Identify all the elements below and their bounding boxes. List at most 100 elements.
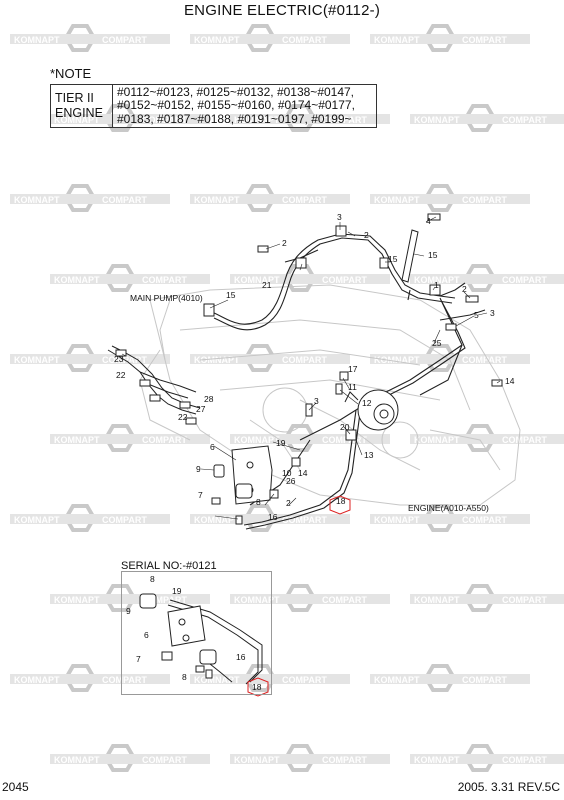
watermark-right-text: COMPART xyxy=(282,355,327,365)
watermark-left-text: KOMNAPT xyxy=(374,195,420,205)
revision-date: 2005. 3.31 REV.5C xyxy=(457,780,560,794)
watermark-left-text: KOMNAPT xyxy=(234,115,280,125)
callout-number: 15 xyxy=(428,250,438,260)
callout-number: 1 xyxy=(434,280,439,290)
engine-label: ENGINE(A010-A550) xyxy=(408,503,489,513)
inset-callout-number: 8 xyxy=(182,672,187,682)
inset-callout-number: 8 xyxy=(150,574,155,584)
callout-number: 2 xyxy=(462,284,467,294)
note-serials-line3: #0183, #0187~#0188, #0191~0197, #0199~ xyxy=(117,111,352,126)
note-engine-line1: TIER II xyxy=(55,91,94,105)
callout-number: 15 xyxy=(226,290,236,300)
watermark-right-text: COMPART xyxy=(142,755,187,765)
callout-number: 4 xyxy=(426,216,431,226)
note-serials-cell: #0112~#0123, #0125~#0132, #0138~#0147, #… xyxy=(113,85,376,127)
callout-number: 17 xyxy=(348,364,358,374)
watermark-left-text: KOMNAPT xyxy=(54,755,100,765)
callout-number: 13 xyxy=(364,450,374,460)
watermark-right-text: COMPART xyxy=(502,115,547,125)
watermark-right-text: COMPART xyxy=(462,515,507,525)
watermark-left-text: KOMNAPT xyxy=(14,35,60,45)
watermark-right-text: COMPART xyxy=(462,35,507,45)
ref-hexagon-inset xyxy=(247,677,269,697)
watermark-tile: KOMNAPT COMPART xyxy=(50,264,210,292)
watermark-left-text: KOMNAPT xyxy=(194,675,240,685)
watermark-tile: KOMNAPT COMPART xyxy=(190,504,350,532)
watermark-right-text: COMPART xyxy=(462,195,507,205)
callout-number: 22 xyxy=(178,412,188,422)
watermark-left-text: KOMNAPT xyxy=(54,275,100,285)
watermark-left-text: KOMNAPT xyxy=(14,675,60,685)
watermark-right-text: COMPART xyxy=(282,195,327,205)
watermark-right-text: COMPART xyxy=(502,435,547,445)
watermark-tile: KOMNAPT COMPART xyxy=(410,744,564,772)
page-title: ENGINE ELECTRIC(#0112-) xyxy=(183,2,381,19)
watermark-left-text: KOMNAPT xyxy=(414,435,460,445)
callout-number: 26 xyxy=(286,476,296,486)
callout-number: 3 xyxy=(490,308,495,318)
watermark-left-text: KOMNAPT xyxy=(194,515,240,525)
watermark-right-text: COMPART xyxy=(142,275,187,285)
callout-number: 11 xyxy=(348,382,357,392)
watermark-tile: KOMNAPT COMPART xyxy=(190,664,350,692)
watermark-left-text: KOMNAPT xyxy=(414,755,460,765)
watermark-left-text: KOMNAPT xyxy=(374,355,420,365)
inset-callout-number: 9 xyxy=(126,606,131,616)
inset-callout-number: 18 xyxy=(252,682,262,692)
watermark-right-text: COMPART xyxy=(502,595,547,605)
callout-number: 2 xyxy=(282,238,287,248)
watermark-left-text: KOMNAPT xyxy=(54,435,100,445)
watermark-right-text: COMPART xyxy=(322,115,367,125)
watermark-left-text: KOMNAPT xyxy=(414,275,460,285)
watermark-right-text: COMPART xyxy=(102,35,147,45)
callout-number: 19 xyxy=(276,438,286,448)
watermark-right-text: COMPART xyxy=(282,675,327,685)
callout-number: 2 xyxy=(286,498,291,508)
callout-number: 28 xyxy=(204,394,214,404)
watermark-right-text: COMPART xyxy=(502,755,547,765)
leader-lines xyxy=(121,216,501,520)
callout-number: 18 xyxy=(336,496,346,506)
callout-number: 27 xyxy=(196,404,206,414)
watermark-right-text: COMPART xyxy=(282,515,327,525)
watermark-left-text: KOMNAPT xyxy=(234,595,280,605)
callout-number: 3 xyxy=(337,212,342,222)
watermark-left-text: KOMNAPT xyxy=(414,115,460,125)
watermark-right-text: COMPART xyxy=(142,595,187,605)
solenoid xyxy=(235,483,253,499)
callout-number: 20 xyxy=(340,422,350,432)
callout-number: 16 xyxy=(268,512,278,522)
watermark-left-text: KOMNAPT xyxy=(14,195,60,205)
callout-number: 21 xyxy=(262,280,272,290)
watermark-left-text: KOMNAPT xyxy=(194,355,240,365)
note-label: *NOTE xyxy=(50,66,92,81)
watermark-right-text: COMPART xyxy=(322,435,367,445)
watermark-right-text: COMPART xyxy=(322,755,367,765)
note-engine-line2: ENGINE xyxy=(55,106,103,120)
watermark-right-text: COMPART xyxy=(142,115,187,125)
watermark-left-text: KOMNAPT xyxy=(374,675,420,685)
watermark-left-text: KOMNAPT xyxy=(374,35,420,45)
note-serials-line1: #0112~#0123, #0125~#0132, #0138~#0147, xyxy=(117,84,355,99)
callout-number: 6 xyxy=(210,442,215,452)
watermark-right-text: COMPART xyxy=(102,515,147,525)
inset-callout-number: 16 xyxy=(236,652,246,662)
components xyxy=(115,213,503,679)
callout-number: 3 xyxy=(314,396,319,406)
callout-number: 14 xyxy=(298,468,308,478)
watermark-right-text: COMPART xyxy=(462,355,507,365)
